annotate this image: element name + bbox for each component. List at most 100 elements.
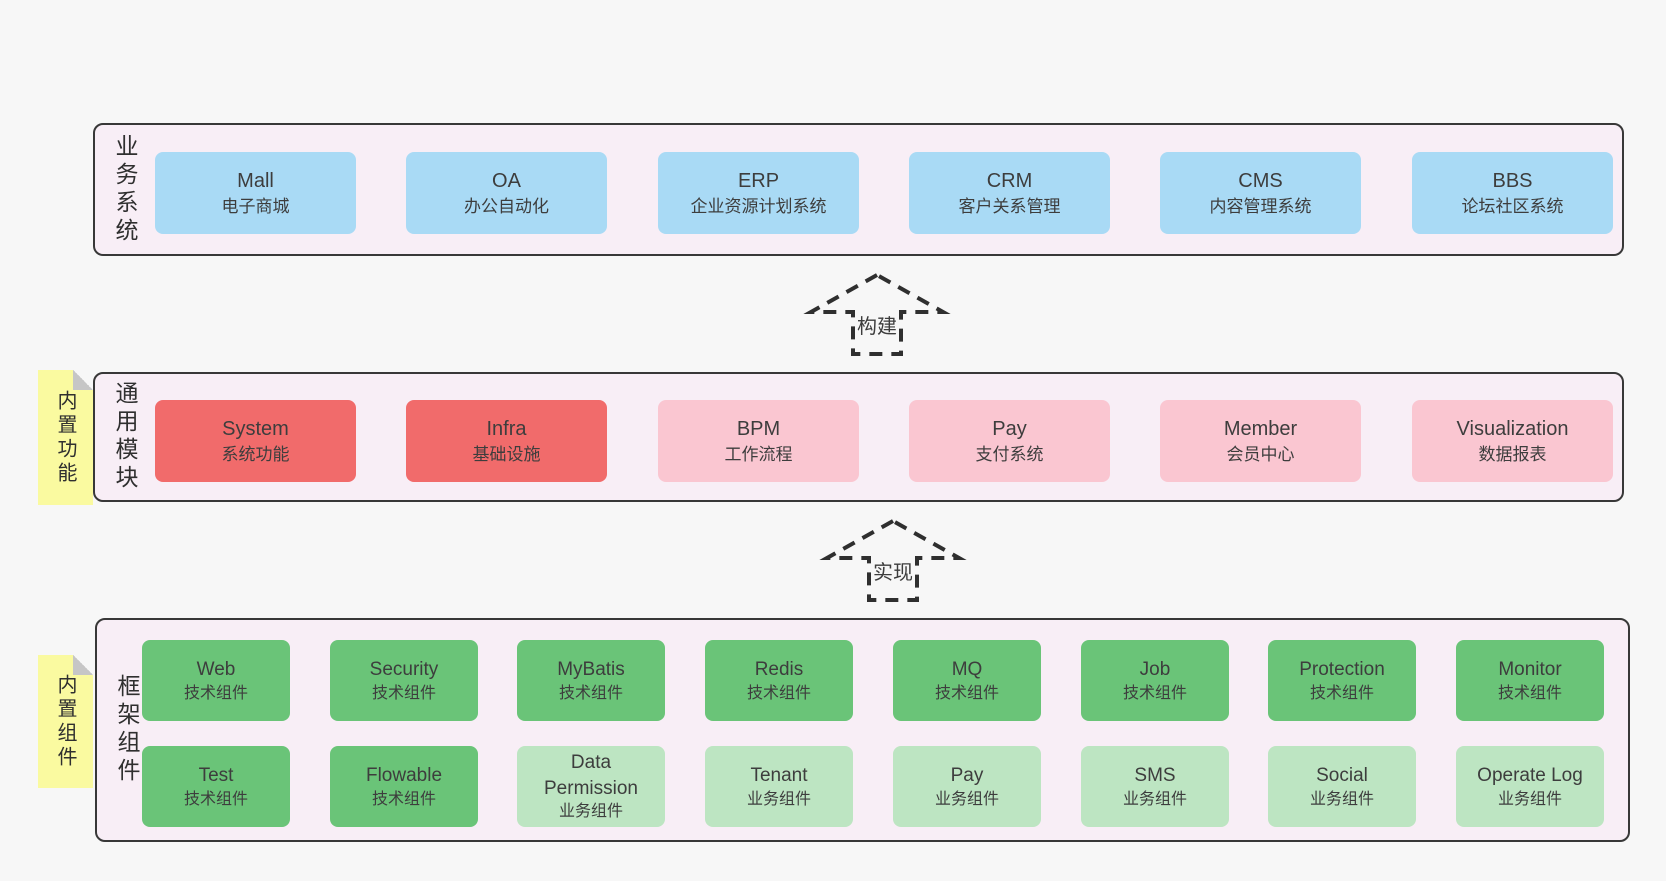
box-web: Web 技术组件 <box>142 640 290 721</box>
box-subtitle: 技术组件 <box>371 790 436 808</box>
box-title: CMS <box>1238 170 1283 193</box>
box-mybatis: MyBatis 技术组件 <box>517 640 665 721</box>
box-subtitle: 客户关系管理 <box>958 197 1061 217</box>
box-title: SMS <box>1134 764 1176 786</box>
box-subtitle: 会员中心 <box>1226 445 1295 465</box>
box-subtitle: 技术组件 <box>371 684 436 702</box>
box-sms: SMS 业务组件 <box>1081 746 1229 827</box>
box-subtitle: 业务组件 <box>1309 790 1374 808</box>
box-subtitle: 数据报表 <box>1478 445 1547 465</box>
box-tenant: Tenant 业务组件 <box>705 746 853 827</box>
box-subtitle: 系统功能 <box>221 445 290 465</box>
box-job: Job 技术组件 <box>1081 640 1229 721</box>
panel-components-label: 框架组件 <box>114 674 140 786</box>
box-title: MQ <box>951 658 983 680</box>
box-system: System 系统功能 <box>155 400 356 482</box>
box-title: Redis <box>754 658 804 680</box>
box-subtitle: 技术组件 <box>1497 684 1562 702</box>
box-test: Test 技术组件 <box>142 746 290 827</box>
box-social: Social 业务组件 <box>1268 746 1416 827</box>
box-subtitle: 业务组件 <box>746 790 811 808</box>
box-title: Tenant <box>750 764 808 786</box>
box-title: Security <box>369 658 439 680</box>
box-monitor: Monitor 技术组件 <box>1456 640 1604 721</box>
box-title: Social <box>1316 764 1368 786</box>
box-subtitle: 企业资源计划系统 <box>690 197 827 217</box>
box-member: Member 会员中心 <box>1160 400 1361 482</box>
arrow-implement-outline <box>819 518 967 602</box>
folded-corner-icon <box>73 370 93 390</box>
box-title: Job <box>1139 658 1171 680</box>
box-pay-biz: Pay 业务组件 <box>893 746 1041 827</box>
box-title: BBS <box>1492 170 1533 193</box>
arrow-implement-label: 实现 <box>873 561 913 584</box>
arrow-implement: 实现 <box>819 518 967 602</box>
box-bpm: BPM 工作流程 <box>658 400 859 482</box>
sticky-note-label: 内置组件 <box>54 673 76 770</box>
box-subtitle: 业务组件 <box>558 803 623 821</box>
box-title: Test <box>198 764 234 786</box>
box-title: CRM <box>986 170 1033 193</box>
box-title: Monitor <box>1498 658 1562 680</box>
box-subtitle: 业务组件 <box>934 790 999 808</box>
box-crm: CRM 客户关系管理 <box>909 152 1110 234</box>
box-erp: ERP 企业资源计划系统 <box>658 152 859 234</box>
box-subtitle: 业务组件 <box>1497 790 1562 808</box>
box-subtitle: 电子商城 <box>221 197 290 217</box>
box-cms: CMS 内容管理系统 <box>1160 152 1361 234</box>
box-title: Visualization <box>1456 418 1569 441</box>
sticky-note-built-in-features: 内置功能 <box>38 370 93 505</box>
box-subtitle: 内容管理系统 <box>1209 197 1312 217</box>
box-title: Protection <box>1299 658 1385 680</box>
box-title: MyBatis <box>557 658 625 680</box>
box-subtitle: 技术组件 <box>183 790 248 808</box>
panel-business-label: 业务系统 <box>112 133 138 246</box>
box-title: Infra <box>486 418 527 441</box>
box-subtitle: 办公自动化 <box>464 197 549 217</box>
sticky-note-label: 内置功能 <box>54 389 76 486</box>
box-title: Flowable <box>365 764 443 786</box>
box-title: Pay <box>992 418 1027 441</box>
arrow-build-outline <box>803 272 951 356</box>
sticky-note-built-in-components: 内置组件 <box>38 655 93 788</box>
box-operate-log: Operate Log 业务组件 <box>1456 746 1604 827</box>
box-flowable: Flowable 技术组件 <box>330 746 478 827</box>
box-infra: Infra 基础设施 <box>406 400 607 482</box>
arrow-label-backdrop <box>855 314 899 338</box>
box-mall: Mall 电子商城 <box>155 152 356 234</box>
folded-corner-icon <box>73 655 93 675</box>
box-subtitle: 工作流程 <box>724 445 793 465</box>
box-security: Security 技术组件 <box>330 640 478 721</box>
box-title: Web <box>196 658 236 680</box>
box-title: Operate Log <box>1477 764 1583 786</box>
box-mq: MQ 技术组件 <box>893 640 1041 721</box>
box-title: System <box>222 418 289 441</box>
box-subtitle: 技术组件 <box>1309 684 1374 702</box>
box-title: Data Permission <box>544 752 638 799</box>
panel-common-modules: 通用模块 System 系统功能 Infra 基础设施 BPM 工作流程 Pay… <box>93 372 1624 502</box>
box-title: Member <box>1223 418 1298 441</box>
arrow-label-backdrop <box>871 560 915 584</box>
box-title: Mall <box>237 170 274 193</box>
box-subtitle: 业务组件 <box>1122 790 1187 808</box>
box-subtitle: 技术组件 <box>934 684 999 702</box>
box-visualization: Visualization 数据报表 <box>1412 400 1613 482</box>
box-data-permission: Data Permission 业务组件 <box>517 746 665 827</box>
arrow-build-label: 构建 <box>857 315 897 338</box>
arrow-build: 构建 <box>803 272 951 356</box>
box-subtitle: 基础设施 <box>472 445 541 465</box>
box-title: BPM <box>736 418 781 441</box>
box-subtitle: 技术组件 <box>1122 684 1187 702</box>
panel-modules-label: 通用模块 <box>112 381 138 493</box>
box-pay: Pay 支付系统 <box>909 400 1110 482</box>
box-title: ERP <box>737 170 780 193</box>
panel-framework-components: 框架组件 Web 技术组件 Security 技术组件 MyBatis 技术组件… <box>95 618 1630 842</box>
box-subtitle: 技术组件 <box>558 684 623 702</box>
box-subtitle: 技术组件 <box>183 684 248 702</box>
box-redis: Redis 技术组件 <box>705 640 853 721</box>
box-oa: OA 办公自动化 <box>406 152 607 234</box>
panel-business-systems: 业务系统 Mall 电子商城 OA 办公自动化 ERP 企业资源计划系统 CRM… <box>93 123 1624 256</box>
box-bbs: BBS 论坛社区系统 <box>1412 152 1613 234</box>
box-title: OA <box>492 170 521 193</box>
box-title: Pay <box>950 764 984 786</box>
